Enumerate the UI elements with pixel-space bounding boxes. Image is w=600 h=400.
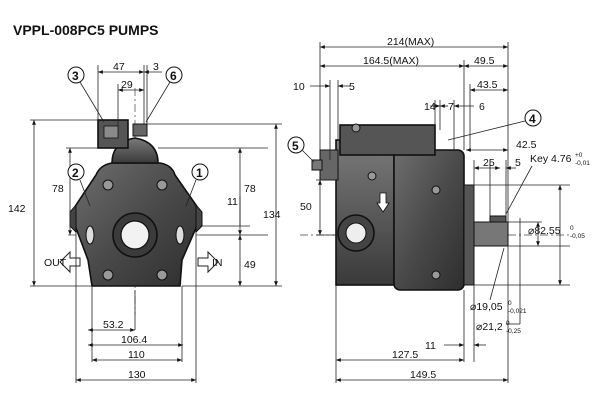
dim-d21-2: ⌀21,2 (476, 321, 503, 333)
in-port-arrow-icon (197, 250, 219, 274)
out-port-arrow-icon (59, 250, 81, 274)
page-title: VPPL-008PC5 PUMPS (13, 22, 159, 38)
dim-5-top: 5 (349, 81, 355, 93)
dim-11-side: 11 (425, 340, 436, 352)
d21-tol-bottom: -0,25 (506, 328, 521, 335)
callout-2: 2 (67, 163, 91, 207)
dim-47: 47 (113, 61, 125, 73)
dim-6: 6 (479, 101, 485, 113)
dim-106-4: 106.4 (121, 334, 147, 346)
front-pump-body (69, 119, 203, 287)
dim-214-max: 214(MAX) (387, 36, 434, 48)
dim-7: 7 (448, 101, 454, 113)
dim-164-5-max: 164.5(MAX) (363, 55, 419, 67)
shaft-key (489, 215, 507, 223)
rotation-arrow-icon (376, 192, 390, 213)
svg-text:1: 1 (196, 166, 203, 180)
d19-tol-bottom: -0,021 (508, 308, 527, 315)
svg-text:2: 2 (72, 166, 79, 180)
svg-text:4: 4 (529, 112, 536, 126)
svg-text:3: 3 (72, 69, 79, 83)
callout-1: 1 (185, 163, 209, 207)
d19-tol-top: 0 (508, 300, 512, 307)
dim-78-left: 78 (52, 183, 64, 195)
dim-14: 14 (424, 101, 436, 113)
front-view: OUT IN 47 3 29 142 78 78 11 134 49 (8, 61, 282, 383)
key-tol-top: +0 (575, 152, 583, 159)
side-pump-body (311, 123, 509, 291)
in-port-label: IN (212, 257, 223, 269)
dim-d19-05: ⌀19,05 (470, 301, 503, 313)
dim-3: 3 (153, 61, 159, 73)
dim-149-5: 149.5 (410, 369, 436, 381)
dim-49-5: 49.5 (474, 55, 495, 67)
d82-tol-bottom: -0,05 (570, 233, 585, 240)
callout-5: 5 (287, 136, 315, 163)
dim-130: 130 (128, 369, 146, 381)
dim-127-5: 127.5 (392, 349, 418, 361)
dim-11-front: 11 (227, 196, 238, 208)
dim-78-right: 78 (244, 183, 256, 195)
dim-5-right: 5 (515, 157, 521, 169)
dim-29: 29 (121, 79, 133, 91)
dim-10: 10 (293, 81, 305, 93)
dim-49: 49 (244, 259, 256, 271)
dim-43-5: 43.5 (477, 79, 498, 91)
dim-53-2: 53.2 (103, 319, 124, 331)
shaft (473, 221, 509, 247)
svg-text:6: 6 (170, 69, 177, 83)
callout-4: 4 (447, 109, 542, 141)
adjust-screw (132, 123, 148, 137)
out-port-label: OUT (44, 257, 67, 269)
dim-50: 50 (300, 201, 312, 213)
side-view: 214(MAX) 164.5(MAX) 49.5 43.5 10 5 7 14 … (287, 36, 590, 383)
callout-3: 3 (67, 66, 105, 123)
dim-42-5: 42.5 (516, 139, 537, 151)
compensator-block (97, 119, 129, 149)
svg-text:5: 5 (292, 139, 299, 153)
dim-d82-55: ⌀82.55 (528, 225, 561, 237)
dim-142: 142 (8, 203, 26, 215)
d82-tol-top: 0 (570, 225, 574, 232)
key-label: Key 4.76 (530, 153, 572, 165)
key-tol-bottom: -0,01 (575, 160, 590, 167)
dim-110: 110 (128, 349, 145, 361)
callout-6: 6 (145, 66, 183, 123)
dim-134: 134 (263, 209, 281, 221)
dim-25: 25 (483, 157, 495, 169)
